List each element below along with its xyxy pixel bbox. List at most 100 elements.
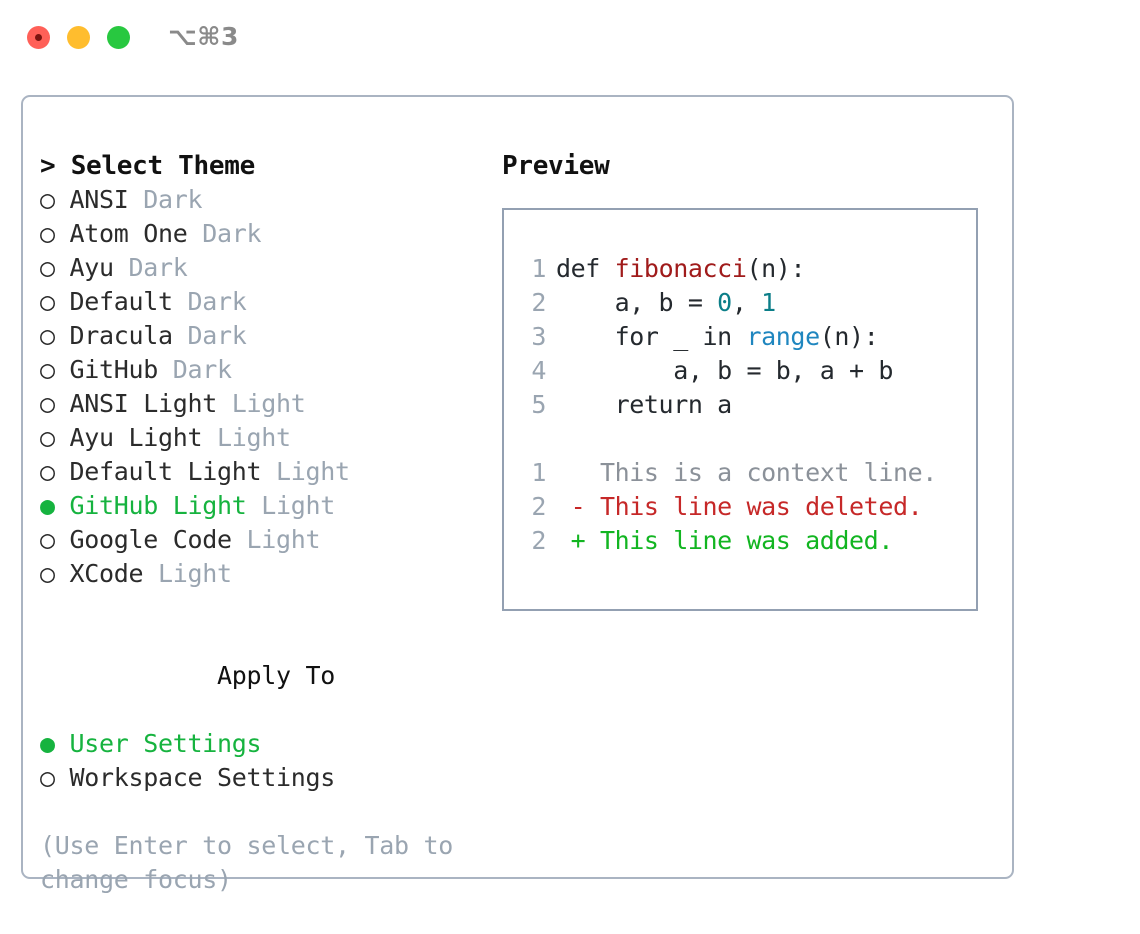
theme-option-google-code[interactable]: ○ Google Code Light <box>40 523 500 557</box>
preview-header: Preview <box>502 151 610 181</box>
apply-to-option-label: User Settings <box>69 729 262 758</box>
traffic-lights <box>27 26 130 49</box>
radio-unselected-icon: ○ <box>40 253 70 282</box>
theme-picker-panel: > Select Theme ○ ANSI Dark○ Atom One Dar… <box>21 95 1014 894</box>
apply-to-option-list[interactable]: ● User Settings○ Workspace Settings <box>40 727 500 795</box>
code-diff-spacer <box>524 422 976 456</box>
code-token-plain: return a <box>556 390 733 419</box>
radio-unselected-icon: ○ <box>40 457 70 486</box>
line-number: 3 <box>531 322 546 351</box>
theme-option-label: Default <box>69 287 188 316</box>
line-number: 4 <box>531 356 546 385</box>
radio-selected-icon: ● <box>40 491 70 520</box>
theme-option-github[interactable]: ○ GitHub Dark <box>40 353 500 387</box>
theme-option-label: Atom One <box>69 219 203 248</box>
line-number: 5 <box>531 390 546 419</box>
minimize-icon[interactable] <box>67 26 90 49</box>
theme-variant-tag: Dark <box>187 321 247 350</box>
code-token-plain: a, b = b, a + b <box>556 356 893 385</box>
theme-option-label: Ayu Light <box>69 423 218 452</box>
radio-unselected-icon: ○ <box>40 287 70 316</box>
code-token-num: 1 <box>761 288 776 317</box>
theme-option-label: Ayu <box>69 253 129 282</box>
theme-variant-tag: Dark <box>143 185 203 214</box>
apply-to-label: Apply To <box>217 661 336 690</box>
radio-unselected-icon: ○ <box>40 355 70 384</box>
code-token-call: range <box>746 322 820 351</box>
theme-option-label: Default Light <box>69 457 277 486</box>
code-line: 5 return a <box>524 388 976 422</box>
radio-unselected-icon: ○ <box>40 423 70 452</box>
line-number: 1 <box>531 254 546 283</box>
code-token-plain: def <box>556 254 615 283</box>
theme-option-label: GitHub <box>69 355 173 384</box>
theme-option-ayu[interactable]: ○ Ayu Dark <box>40 251 500 285</box>
theme-option-label: Dracula <box>69 321 188 350</box>
code-line: 3 for _ in range(n): <box>524 320 976 354</box>
theme-option-atom-one[interactable]: ○ Atom One Dark <box>40 217 500 251</box>
theme-variant-tag: Light <box>158 559 232 588</box>
radio-unselected-icon: ○ <box>40 559 70 588</box>
line-number: 2 <box>531 526 546 555</box>
theme-variant-tag: Light <box>276 457 350 486</box>
radio-selected-icon: ● <box>40 729 70 758</box>
diff-line-text: This is a context line. <box>556 458 937 487</box>
radio-unselected-icon: ○ <box>40 219 70 248</box>
radio-unselected-icon: ○ <box>40 763 70 792</box>
apply-to-option-user-settings[interactable]: ● User Settings <box>40 727 500 761</box>
keyboard-shortcut-label: ⌥⌘3 <box>168 22 239 51</box>
select-theme-header: > Select Theme <box>40 151 255 181</box>
theme-variant-tag: Dark <box>202 219 262 248</box>
code-token-plain: , <box>731 288 762 317</box>
diff-line-del: 2 - This line was deleted. <box>524 490 976 524</box>
code-token-plain: (n): <box>746 254 806 283</box>
line-number: 2 <box>531 288 546 317</box>
code-token-num: 0 <box>717 288 732 317</box>
theme-option-label: Google Code <box>69 525 247 554</box>
theme-option-default[interactable]: ○ Default Dark <box>40 285 500 319</box>
theme-variant-tag: Dark <box>128 253 188 282</box>
theme-variant-tag: Light <box>246 525 321 554</box>
theme-option-ansi-light[interactable]: ○ ANSI Light Light <box>40 387 500 421</box>
theme-variant-tag: Dark <box>187 287 247 316</box>
theme-option-ayu-light[interactable]: ○ Ayu Light Light <box>40 421 500 455</box>
diff-line-add: 2 + This line was added. <box>524 524 976 558</box>
theme-option-default-light[interactable]: ○ Default Light Light <box>40 455 500 489</box>
theme-option-list[interactable]: ○ ANSI Dark○ Atom One Dark○ Ayu Dark○ De… <box>40 183 500 591</box>
apply-to-option-workspace-settings[interactable]: ○ Workspace Settings <box>40 761 500 795</box>
theme-option-label: GitHub Light <box>69 491 262 520</box>
section-spacer <box>40 591 500 625</box>
theme-variant-tag: Light <box>261 491 336 520</box>
code-line: 2 a, b = 0, 1 <box>524 286 976 320</box>
theme-variant-tag: Light <box>231 389 306 418</box>
code-line: 4 a, b = b, a + b <box>524 354 976 388</box>
line-number: 1 <box>531 458 546 487</box>
radio-unselected-icon: ○ <box>40 389 70 418</box>
theme-option-label: ANSI Light <box>69 389 232 418</box>
theme-option-dracula[interactable]: ○ Dracula Dark <box>40 319 500 353</box>
theme-variant-tag: Dark <box>172 355 232 384</box>
theme-option-ansi[interactable]: ○ ANSI Dark <box>40 183 500 217</box>
code-token-fn: fibonacci <box>614 254 747 283</box>
code-token-plain: for _ in <box>556 322 747 351</box>
diff-sample: 1 This is a context line. 2 - This line w… <box>524 456 976 558</box>
theme-variant-tag: Light <box>217 423 291 452</box>
code-token-plain: a, b = <box>556 288 718 317</box>
maximize-icon[interactable] <box>107 26 130 49</box>
code-line: 1 def fibonacci(n): <box>524 252 976 286</box>
line-number: 2 <box>531 492 546 521</box>
title-bar: ⌥⌘3 <box>0 0 1140 78</box>
close-icon[interactable] <box>27 26 50 49</box>
diff-line-text: - This line was deleted. <box>556 492 923 521</box>
radio-unselected-icon: ○ <box>40 321 70 350</box>
theme-option-github-light[interactable]: ● GitHub Light Light <box>40 489 500 523</box>
code-token-plain: (n): <box>819 322 879 351</box>
theme-option-xcode[interactable]: ○ XCode Light <box>40 557 500 591</box>
apply-to-option-label: Workspace Settings <box>69 763 336 792</box>
theme-option-label: ANSI <box>69 185 144 214</box>
keyboard-hint-text: (Use Enter to select, Tab to change focu… <box>40 831 454 894</box>
